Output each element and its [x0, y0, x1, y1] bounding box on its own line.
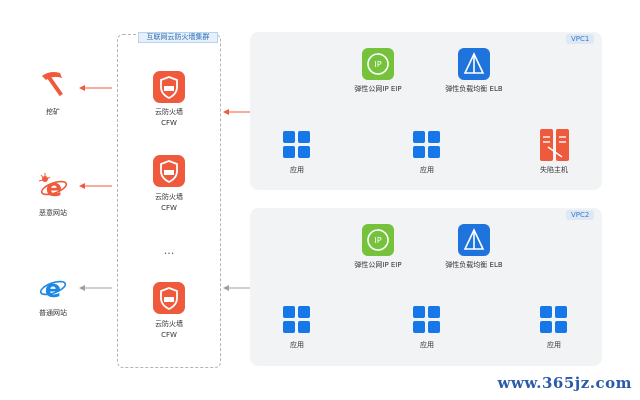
vpc1-elb-label: 弹性负载均衡 ELB [445, 85, 503, 93]
firewall-ellipsis: ... [163, 244, 175, 257]
vpc1-panel [250, 32, 602, 190]
firewall-node-sub: CFW [161, 119, 177, 127]
app-icon [413, 131, 441, 159]
firewall-node-sub: CFW [161, 204, 177, 212]
eip-icon-text: IP [374, 236, 381, 245]
app-icon [413, 306, 441, 334]
eip-icon: IP [362, 48, 394, 80]
firewall-shield-icon [153, 71, 185, 103]
firewall-node-name: 云防火墙 [155, 320, 183, 328]
vpc2-elb-label: 弹性负载均衡 ELB [445, 261, 503, 269]
firewall-shield-icon [153, 155, 185, 187]
vpc1-compromised-label: 失陷主机 [540, 166, 568, 174]
vpc1-eip-label: 弹性公网IP EIP [354, 85, 402, 93]
external-label-malicious: 恶意网站 [39, 209, 67, 217]
app-icon [283, 131, 311, 159]
vpc2-app-label: 应用 [290, 341, 304, 349]
firewall-shield-icon [153, 282, 185, 314]
pickaxe-icon [38, 70, 68, 102]
firewall-node-sub: CFW [161, 331, 177, 339]
vpc2-tag: VPC2 [566, 210, 595, 220]
app-icon [283, 306, 311, 334]
external-label-normal: 普通网站 [39, 309, 67, 317]
firewall-node-name: 云防火墙 [155, 108, 183, 116]
eip-icon: IP [362, 224, 394, 256]
vpc1-tag: VPC1 [566, 34, 595, 44]
vpc2-app-label: 应用 [547, 341, 561, 349]
elb-icon [458, 48, 490, 80]
vpc2-panel [250, 208, 602, 366]
vpc2-eip-label: 弹性公网IP EIP [354, 261, 402, 269]
external-label-mining: 挖矿 [46, 108, 60, 116]
vpc1-app-label: 应用 [290, 166, 304, 174]
eip-icon-text: IP [374, 60, 381, 69]
vpc2-app-label: 应用 [420, 341, 434, 349]
vpc1-app-label: 应用 [420, 166, 434, 174]
svg-text:e: e [46, 174, 62, 200]
firewall-node-name: 云防火墙 [155, 193, 183, 201]
app-icon [540, 306, 568, 334]
firewall-cluster-title: 互联网云防火墙集群 [138, 32, 218, 43]
compromised-host-icon [540, 129, 570, 165]
watermark: www.365jz.com [497, 374, 632, 392]
browser-icon: e [38, 273, 68, 305]
elb-icon [458, 224, 490, 256]
svg-text:e: e [45, 275, 61, 301]
malicious-browser-icon: e [38, 172, 68, 204]
